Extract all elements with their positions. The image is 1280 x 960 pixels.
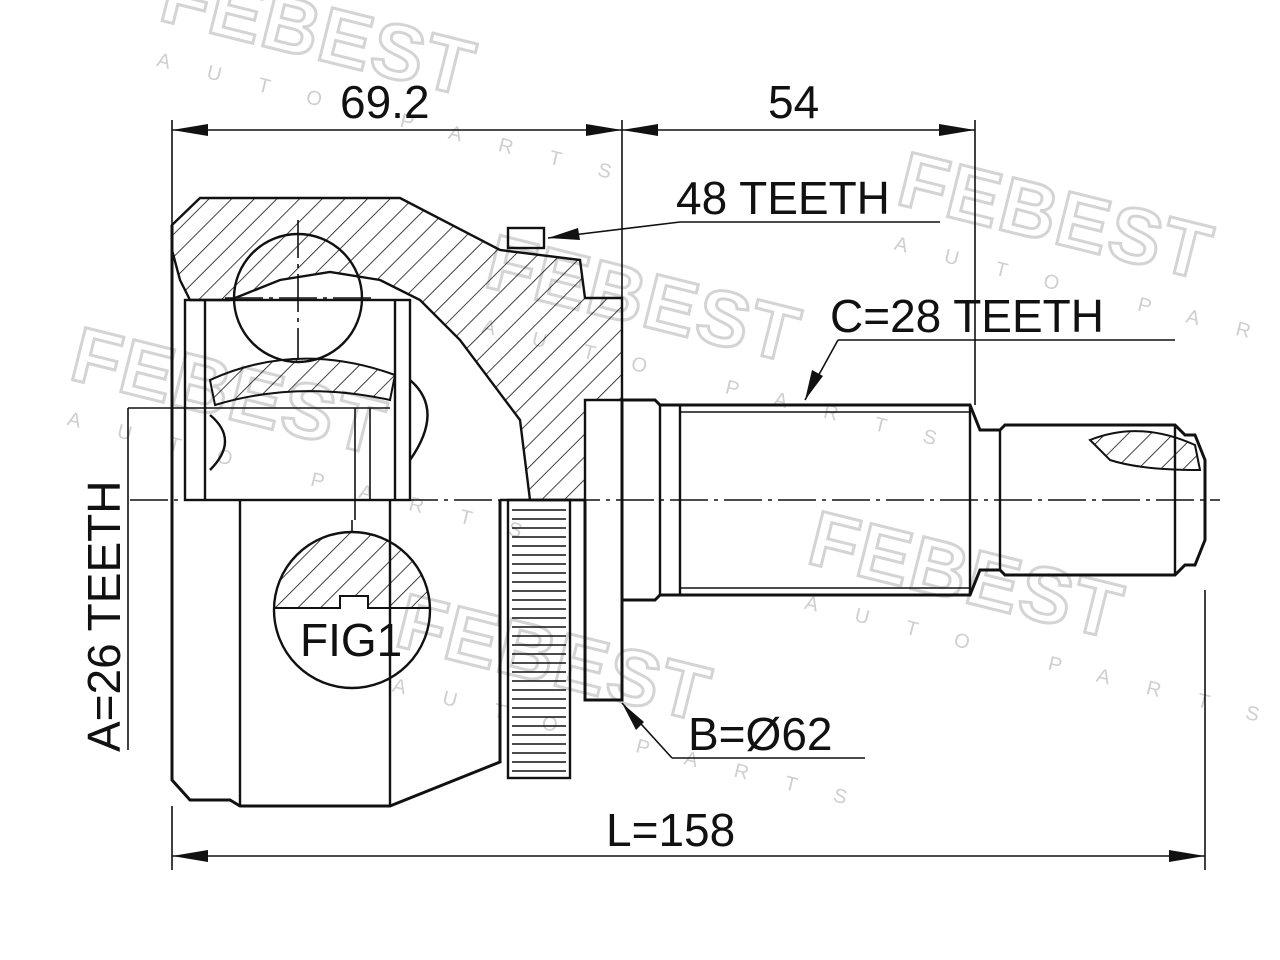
shaft-end-hatched [1088, 430, 1202, 472]
arrow-head [622, 703, 644, 730]
diameter-callout: B=Ø62 [621, 702, 865, 760]
inner-race [183, 298, 412, 502]
dim-total-length: L=158 [171, 590, 1206, 870]
shaft-outline [622, 398, 1207, 602]
shaft-teeth-label: C=28 TEETH [830, 290, 1104, 342]
inner-teeth-callout: A=26 TEETH [78, 407, 210, 752]
arrow-head [805, 370, 823, 400]
dim-outer-length: 69.2 [171, 76, 623, 298]
cage-hatched [208, 357, 397, 407]
ball-cage [183, 220, 429, 520]
fig1-hatched [274, 532, 430, 609]
arrow-head [939, 124, 975, 136]
inner-teeth-label: A=26 TEETH [78, 481, 130, 752]
diameter-label: B=Ø62 [688, 708, 833, 760]
fig1-label: FIG1 [300, 614, 402, 666]
abs-ring-teeth [512, 509, 566, 772]
outer-teeth-label: 48 TEETH [676, 172, 890, 224]
abs-ring [506, 498, 572, 780]
ball-left-arc [209, 414, 227, 471]
outer-housing [170, 196, 624, 808]
ball-lower-arc [409, 379, 429, 461]
dim-shaft-length: 54 [622, 76, 976, 405]
watermark-layer: FEBEST FEBEST FEBEST FEBEST FEBEST FEBES… [62, 0, 1280, 818]
arrow-head [548, 228, 580, 240]
arrow-head [1169, 850, 1205, 862]
arrow-head [586, 124, 622, 136]
total-length-value: L=158 [606, 804, 735, 856]
shaft-length-value: 54 [768, 76, 819, 128]
tooth-marker [506, 226, 546, 250]
housing-lower-outline [170, 500, 502, 808]
shaft-teeth-callout: C=28 TEETH [804, 290, 1175, 401]
arrow-head [172, 850, 208, 862]
fig1-detail: FIG1 [272, 520, 432, 690]
arrow-head [172, 124, 208, 136]
outer-teeth-callout: 48 TEETH [506, 172, 940, 250]
abs-ring-body [506, 498, 572, 780]
shaft [622, 398, 1207, 602]
housing-flange [583, 400, 624, 702]
arrow-head [622, 124, 658, 136]
outer-length-value: 69.2 [340, 76, 430, 128]
